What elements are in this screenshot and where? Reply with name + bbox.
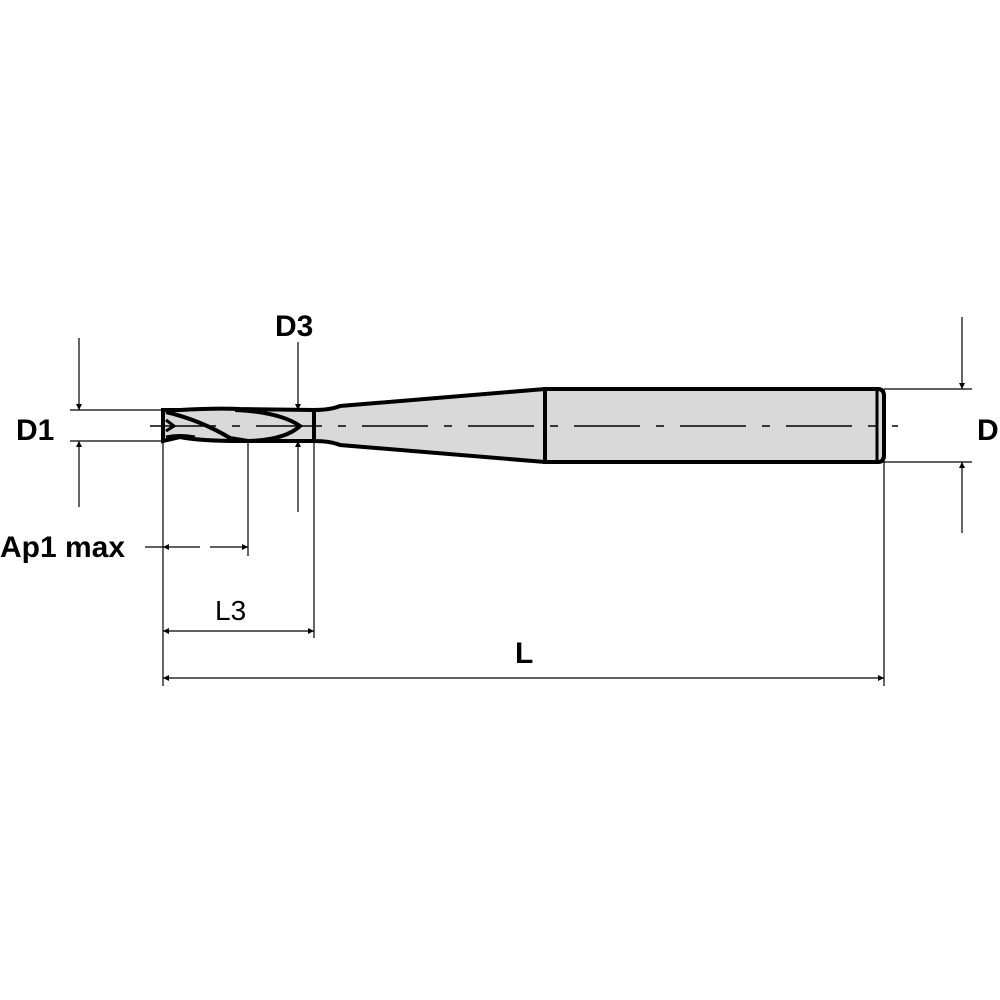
- l-label: L: [515, 637, 533, 670]
- l3-label: L3: [215, 595, 246, 626]
- extension-lines: [162, 441, 885, 686]
- d-label: D: [977, 414, 999, 447]
- d1-dimension: [70, 338, 163, 507]
- d-dimension: [884, 317, 972, 533]
- flute-1: [165, 410, 249, 443]
- ap1max-label: Ap1 max: [0, 531, 125, 564]
- tool-body: [150, 386, 898, 465]
- d1-label: D1: [16, 414, 54, 447]
- d3-label: D3: [275, 310, 313, 343]
